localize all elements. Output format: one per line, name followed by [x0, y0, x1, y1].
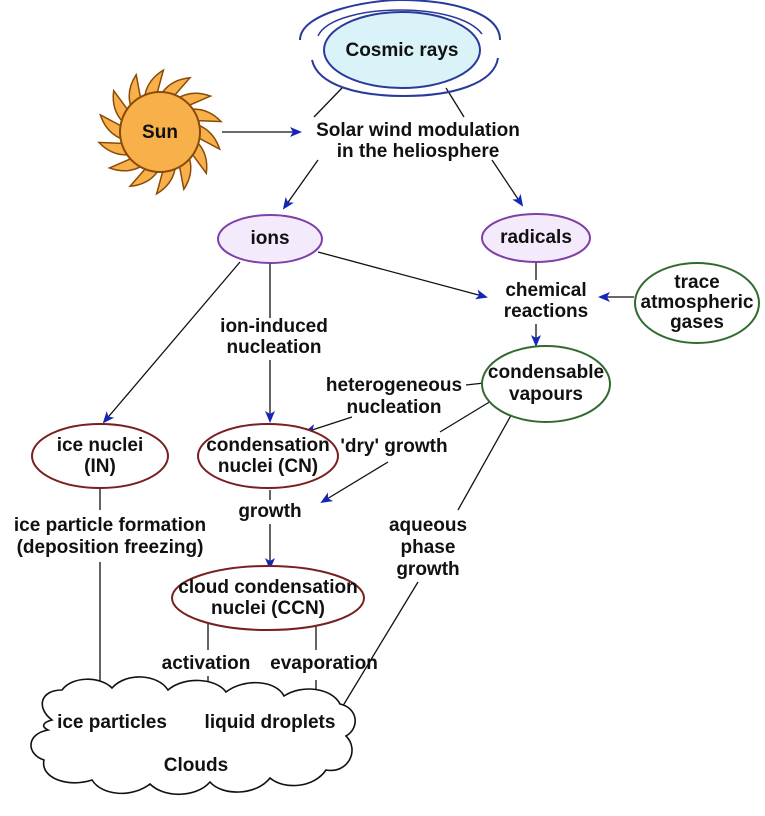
chemical-reactions-node: chemical reactions [504, 280, 588, 322]
trace-gases-line-3: gases [670, 312, 724, 333]
chemical-reactions-line-2: reactions [504, 301, 588, 322]
ion-induced-label-line-1: ion-induced [220, 316, 328, 337]
sun-disc [119, 91, 201, 173]
dry-growth-label: 'dry' growth [340, 436, 447, 457]
ions-node: ions [217, 214, 323, 264]
trace-gases-line-2: atmospheric [641, 292, 754, 313]
cosmic-rays-label: Cosmic rays [345, 40, 458, 61]
sun-node: Sun [97, 68, 223, 196]
evaporation-label: evaporation [270, 653, 378, 674]
clouds-label: Clouds [164, 755, 228, 776]
growth-label: growth [238, 501, 301, 522]
heterogeneous-label-line-1: heterogeneous [326, 375, 462, 396]
condensable-vapours-line-2: vapours [509, 384, 583, 405]
condensation-nuclei-line-1: condensation [206, 435, 330, 456]
sun-ray [155, 168, 176, 196]
aqueous-label-line-1: aqueous [389, 515, 467, 536]
ions-label: ions [250, 228, 289, 249]
trace-gases-ellipse [634, 262, 760, 344]
radicals-label: radicals [500, 227, 572, 248]
activation-label: activation [162, 653, 251, 674]
ice-nuclei-node: ice nuclei (IN) [31, 423, 169, 489]
edge-labels: ion-induced nucleation heterogeneous nuc… [14, 316, 467, 674]
connectors [95, 87, 634, 716]
liquid-droplets-label: liquid droplets [205, 712, 336, 733]
arrow-solar-wind-to-radicals [491, 159, 524, 207]
condensable-vapours-node: condensable vapours [481, 345, 611, 423]
sun-ray [128, 168, 159, 188]
cosmic-rays-node: Cosmic rays [299, 0, 501, 98]
cosmic-rays-ellipse [323, 11, 481, 89]
ccn-node: cloud condensation nuclei (CCN) [171, 565, 365, 631]
arrow-ions-to-chemical-reactions [317, 251, 488, 300]
line-vapours-to-heterogeneous [465, 382, 485, 386]
sun-rays [97, 68, 223, 196]
arrow-dry-growth-to-growth [320, 461, 389, 504]
condensation-nuclei-line-2: nuclei (CN) [218, 456, 318, 477]
solar-wind-line-2: in the heliosphere [337, 141, 500, 162]
sun-ray [178, 157, 192, 192]
trace-gases-node: trace atmospheric gases [634, 262, 760, 344]
cloud-outline [30, 676, 356, 795]
chemical-reactions-line-1: chemical [505, 280, 586, 301]
clouds-node: ice particles liquid droplets Clouds [30, 676, 356, 795]
radicals-ellipse [481, 213, 591, 263]
sun-ray [161, 76, 192, 96]
ion-induced-label-line-2: nucleation [226, 337, 321, 358]
ccn-line-1: cloud condensation [178, 577, 357, 598]
cosmic-rays-swirl-inner [317, 9, 483, 37]
line-cosmic-rays-left [313, 87, 343, 118]
arrow-ions-to-ice-nuclei [102, 261, 241, 424]
solar-wind-node: Solar wind modulation in the heliosphere [316, 120, 520, 162]
ice-particles-label: ice particles [57, 712, 167, 733]
arrow-aqueous-to-liquid-droplets [336, 581, 419, 716]
condensation-nuclei-ellipse [197, 423, 339, 489]
cosmic-rays-swirl-lower [311, 57, 499, 98]
cosmic-rays-swirl-outer [299, 0, 501, 41]
ice-nuclei-line-2: (IN) [84, 456, 116, 477]
arrow-solar-wind-to-ions [282, 159, 319, 210]
trace-gases-line-1: trace [674, 272, 719, 293]
ccn-ellipse [171, 565, 365, 631]
sun-ray [198, 124, 221, 151]
condensable-vapours-line-1: condensable [488, 362, 604, 383]
aqueous-label-line-2: phase [401, 537, 456, 558]
solar-wind-line-1: Solar wind modulation [316, 120, 520, 141]
sun-ray [97, 141, 129, 156]
condensation-nuclei-node: condensation nuclei (CN) [197, 423, 339, 489]
ice-nuclei-line-1: ice nuclei [57, 435, 144, 456]
ice-nuclei-ellipse [31, 423, 169, 489]
sun-ray [99, 113, 122, 140]
ions-ellipse [217, 214, 323, 264]
sun-ray [144, 68, 165, 96]
ccn-line-2: nuclei (CCN) [211, 598, 325, 619]
sun-ray [128, 72, 142, 107]
sun-label: Sun [142, 122, 178, 143]
aqueous-label-line-3: growth [396, 559, 459, 580]
sun-ray [191, 108, 223, 123]
radicals-node: radicals [481, 213, 591, 263]
ice-formation-label-line-1: ice particle formation [14, 515, 206, 536]
arrow-heterogeneous-to-cn [304, 416, 353, 434]
ice-formation-label-line-2: (deposition freezing) [17, 537, 204, 558]
heterogeneous-label-line-2: nucleation [346, 397, 441, 418]
line-vapours-to-aqueous [457, 409, 515, 511]
condensable-vapours-ellipse [481, 345, 611, 423]
line-vapours-to-dry-growth [439, 397, 497, 433]
